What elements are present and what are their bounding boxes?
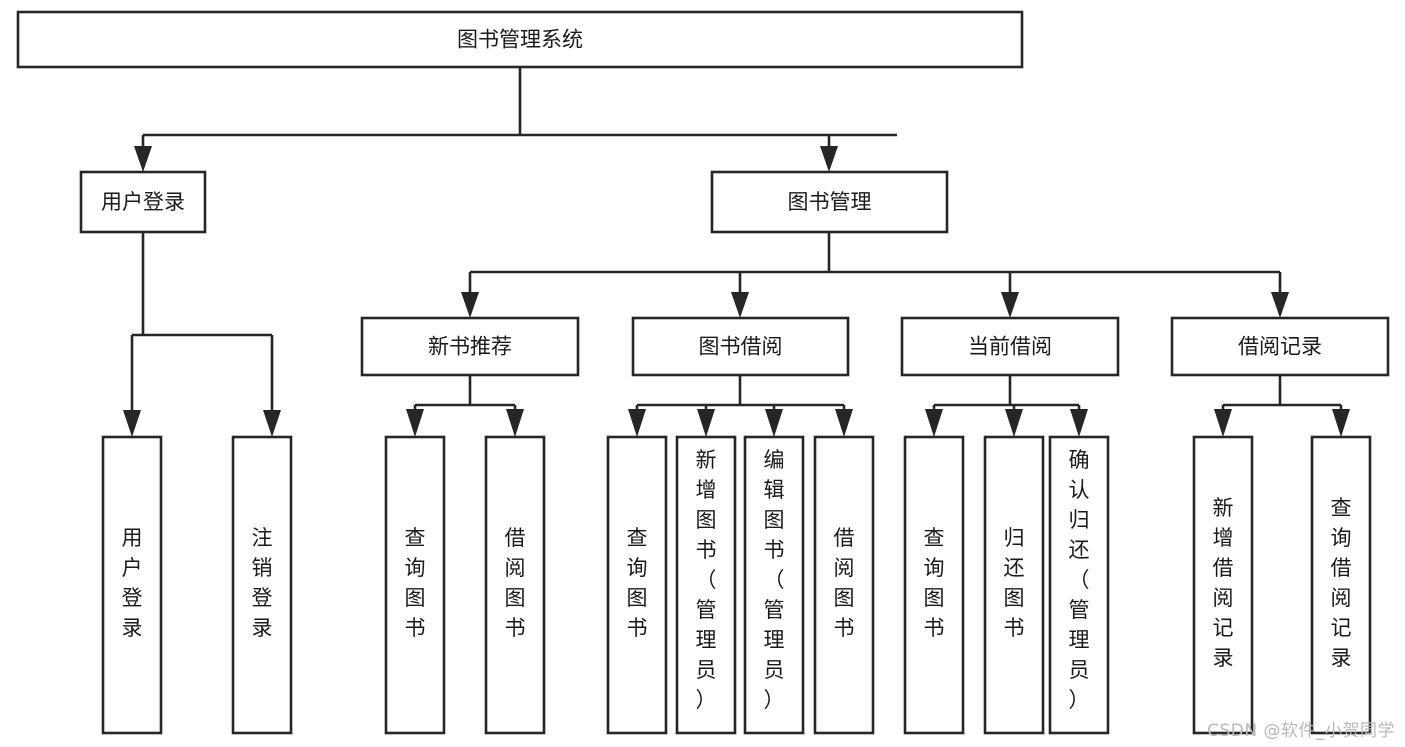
node-box-book-borrow[interactable] (631, 316, 850, 377)
node-leaf-query-book-3[interactable]: 查询图书 (903, 435, 965, 735)
node-label-borrow-record: 借阅记录 (1238, 335, 1322, 359)
node-box-book-manage[interactable] (710, 170, 949, 234)
node-borrow-record[interactable]: 借阅记录 (1170, 316, 1390, 377)
node-box-leaf-edit-book[interactable] (743, 435, 805, 735)
node-leaf-borrow-book-1[interactable]: 借阅图书 (484, 435, 546, 735)
node-label-leaf-confirm-return: 确认归还（管理员） (1069, 448, 1090, 712)
arrowhead-leaf-query-book-2 (628, 409, 646, 437)
node-leaf-borrow-book-2[interactable]: 借阅图书 (813, 435, 875, 735)
arrowhead-leaf-query-book-1 (406, 409, 424, 437)
node-leaf-add-record[interactable]: 新增借阅记录 (1192, 435, 1254, 735)
node-current-borrow[interactable]: 当前借阅 (900, 316, 1120, 377)
node-leaf-user-login[interactable]: 用户登录 (101, 435, 163, 735)
node-box-leaf-confirm-return[interactable] (1048, 435, 1110, 735)
node-box-leaf-add-book[interactable] (675, 435, 737, 735)
node-box-new-book-recommend[interactable] (360, 316, 580, 377)
node-box-leaf-query-record[interactable] (1310, 435, 1372, 735)
node-leaf-return-book[interactable]: 归还图书 (983, 435, 1045, 735)
node-new-book-recommend[interactable]: 新书推荐 (360, 316, 580, 377)
node-label-leaf-add-record: 新增借阅记录 (1213, 496, 1234, 670)
node-leaf-query-record[interactable]: 查询借阅记录 (1310, 435, 1372, 735)
connectors (123, 67, 1350, 437)
node-label-leaf-add-book: 新增图书（管理员） (696, 448, 717, 712)
node-label-leaf-query-book-2: 查询图书 (627, 526, 648, 640)
arrowhead-leaf-query-book-3 (925, 409, 943, 437)
csdn-watermark: CSDN @软件_小贺同学 (1207, 721, 1395, 741)
node-label-leaf-user-login: 用户登录 (122, 526, 143, 640)
node-box-leaf-return-book[interactable] (983, 435, 1045, 735)
node-label-book-manage: 图书管理 (788, 190, 872, 214)
node-box-leaf-query-book-3[interactable] (903, 435, 965, 735)
arrowhead-leaf-user-login (123, 410, 141, 437)
arrowhead-user-login (134, 146, 152, 172)
node-box-leaf-borrow-book-2[interactable] (813, 435, 875, 735)
arrowhead-leaf-add-record (1214, 409, 1232, 437)
node-root[interactable]: 图书管理系统 (16, 10, 1024, 69)
arrowhead-leaf-query-record (1332, 409, 1350, 437)
node-box-leaf-user-logout[interactable] (231, 435, 293, 735)
node-layer: 图书管理系统用户登录图书管理新书推荐图书借阅当前借阅借阅记录用户登录注销登录查询… (16, 10, 1390, 735)
arrowhead-book-manage (820, 146, 838, 172)
node-box-root[interactable] (16, 10, 1024, 69)
arrowhead-new-book-recommend (461, 292, 479, 318)
arrowhead-leaf-borrow-book-1 (506, 409, 524, 437)
node-leaf-confirm-return[interactable]: 确认归还（管理员） (1048, 435, 1110, 735)
node-label-user-login: 用户登录 (101, 190, 185, 214)
node-book-borrow[interactable]: 图书借阅 (631, 316, 850, 377)
node-leaf-add-book[interactable]: 新增图书（管理员） (675, 435, 737, 735)
node-label-leaf-query-book-1: 查询图书 (405, 526, 426, 640)
arrowhead-leaf-return-book (1005, 409, 1023, 437)
node-box-user-login[interactable] (79, 170, 207, 234)
node-leaf-edit-book[interactable]: 编辑图书（管理员） (743, 435, 805, 735)
node-leaf-query-book-1[interactable]: 查询图书 (384, 435, 446, 735)
node-user-login[interactable]: 用户登录 (79, 170, 207, 234)
arrowhead-leaf-confirm-return (1070, 409, 1088, 437)
arrowhead-leaf-edit-book (765, 409, 783, 437)
node-label-leaf-query-book-3: 查询图书 (924, 526, 945, 640)
arrowhead-leaf-add-book (697, 409, 715, 437)
node-label-book-borrow: 图书借阅 (699, 335, 783, 359)
node-label-leaf-borrow-book-2: 借阅图书 (834, 526, 855, 640)
node-book-manage[interactable]: 图书管理 (710, 170, 949, 234)
node-box-leaf-query-book-1[interactable] (384, 435, 446, 735)
node-label-leaf-return-book: 归还图书 (1004, 526, 1025, 640)
node-box-leaf-borrow-book-1[interactable] (484, 435, 546, 735)
node-box-leaf-query-book-2[interactable] (606, 435, 668, 735)
arrowhead-book-borrow (731, 292, 749, 318)
node-label-leaf-borrow-book-1: 借阅图书 (505, 526, 526, 640)
arrowhead-leaf-user-logout (263, 410, 281, 437)
node-label-leaf-query-record: 查询借阅记录 (1331, 496, 1352, 670)
node-box-current-borrow[interactable] (900, 316, 1120, 377)
arrowhead-leaf-borrow-book-2 (835, 409, 853, 437)
node-leaf-user-logout[interactable]: 注销登录 (231, 435, 293, 735)
arrowhead-borrow-record (1271, 292, 1289, 318)
node-label-new-book-recommend: 新书推荐 (428, 335, 512, 359)
arrowhead-current-borrow (1001, 292, 1019, 318)
node-label-root: 图书管理系统 (457, 28, 583, 52)
node-label-leaf-edit-book: 编辑图书（管理员） (764, 448, 785, 712)
node-label-current-borrow: 当前借阅 (968, 335, 1052, 359)
node-label-leaf-user-logout: 注销登录 (252, 526, 273, 640)
node-leaf-query-book-2[interactable]: 查询图书 (606, 435, 668, 735)
node-box-leaf-add-record[interactable] (1192, 435, 1254, 735)
node-box-borrow-record[interactable] (1170, 316, 1390, 377)
node-box-leaf-user-login[interactable] (101, 435, 163, 735)
